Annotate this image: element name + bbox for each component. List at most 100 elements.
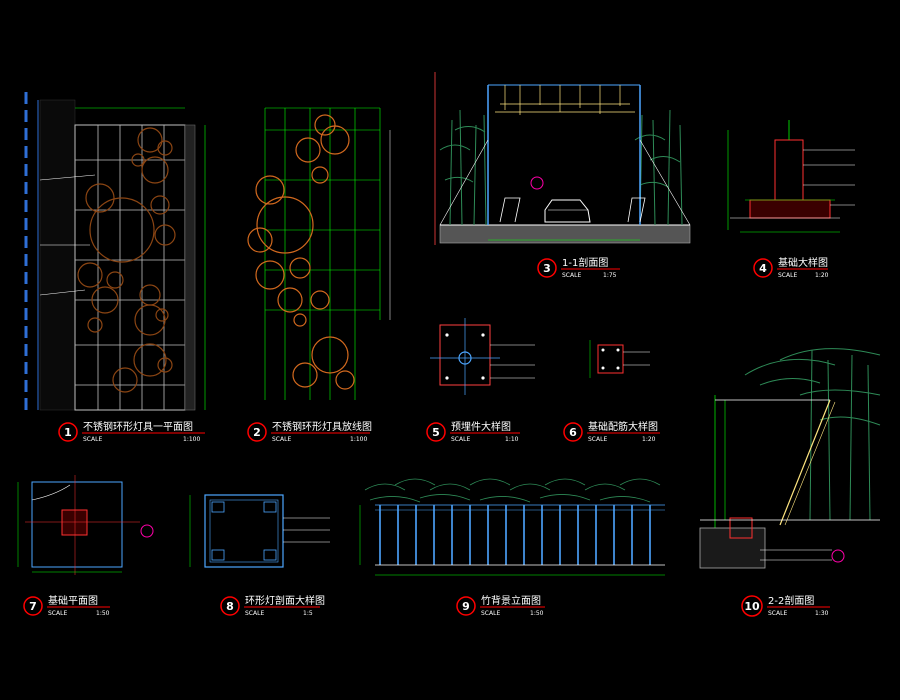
- rebar-dot: [616, 366, 620, 370]
- detail-number: 8: [226, 600, 234, 613]
- detail-scale: 1:30: [815, 610, 829, 617]
- detail-scale-label: SCALE: [272, 436, 291, 443]
- detail-number-circle: [563, 422, 583, 442]
- title-block-5: 5 预埋件大样图 SCALE 1:10: [426, 420, 520, 443]
- detail-title: 不锈钢环形灯具放线图: [272, 420, 372, 433]
- guy-line: [639, 139, 691, 226]
- bamboo-canopy: [744, 348, 881, 521]
- detail-scale-label: SCALE: [83, 436, 102, 443]
- section-callout-symbol: [831, 549, 845, 563]
- corner-profile: [263, 501, 277, 513]
- title-block-4: 4 基础大样图 SCALE 1:20: [753, 256, 829, 279]
- detail-scale-label: SCALE: [562, 272, 581, 279]
- detail-5-plate-drawing: [430, 318, 535, 395]
- detail-scale: 1:50: [96, 610, 110, 617]
- detail-number-circle: [247, 422, 267, 442]
- detail-number-circle: [537, 258, 557, 278]
- detail-scale-label: SCALE: [451, 436, 470, 443]
- detail-scale: 1:20: [815, 272, 829, 279]
- ring-lamps-setout: [247, 114, 355, 390]
- detail-8-lamp-section-drawing: [189, 494, 330, 568]
- break-line: [31, 484, 71, 501]
- detail-number-circle: [220, 596, 240, 616]
- title-block-6: 6 基础配筋大样图 SCALE 1:20: [563, 420, 660, 443]
- detail-number: 7: [29, 600, 37, 613]
- detail-number-circle: [58, 422, 78, 442]
- section-callout-symbol: [530, 176, 544, 190]
- rebar-dot: [601, 366, 605, 370]
- title-block-1: 1 不锈钢环形灯具一平面图 SCALE 1:100: [58, 420, 205, 443]
- detail-number-circle: [741, 595, 763, 617]
- detail-number-circle: [753, 258, 773, 278]
- bamboo-left: [439, 109, 487, 226]
- guy-line: [439, 139, 489, 226]
- base-pad: [61, 509, 88, 536]
- detail-scale-label: SCALE: [481, 610, 500, 617]
- detail-10-section-drawing: [699, 348, 881, 569]
- detail-scale: 1:100: [183, 436, 200, 443]
- footing-left: [499, 197, 521, 223]
- detail-number-circle: [23, 596, 43, 616]
- detail-title: 1-1剖面图: [562, 256, 608, 269]
- detail-title: 2-2剖面图: [768, 594, 814, 607]
- title-block-2: 2 不锈钢环形灯具放线图 SCALE 1:100: [247, 420, 372, 443]
- detail-scale-label: SCALE: [768, 610, 787, 617]
- rebar-section-outline: [597, 344, 624, 374]
- elevation-posts: [379, 505, 651, 565]
- detail-scale: 1:10: [505, 436, 519, 443]
- edge-band: [184, 124, 196, 411]
- detail-number: 3: [543, 262, 551, 275]
- paving-band: [39, 99, 76, 411]
- detail-1-plan-drawing: [24, 92, 206, 411]
- detail-scale-label: SCALE: [245, 610, 264, 617]
- footing-right: [627, 197, 646, 223]
- ring-lamps: [77, 127, 176, 393]
- detail-number: 9: [462, 600, 470, 613]
- title-block-10: 10 2-2剖面图 SCALE 1:30: [741, 594, 830, 617]
- detail-number: 4: [759, 262, 767, 275]
- bamboo-right: [634, 109, 683, 226]
- lamp-box-outline: [204, 494, 284, 568]
- detail-scale: 1:100: [350, 436, 367, 443]
- detail-scale: 1:50: [530, 610, 544, 617]
- detail-scale: 1:20: [642, 436, 656, 443]
- detail-scale: 1:75: [603, 272, 617, 279]
- car-outline: [544, 199, 591, 223]
- leader-line: [39, 174, 96, 181]
- detail-number-circle: [426, 422, 446, 442]
- title-block-3: 3 1-1剖面图 SCALE 1:75: [537, 256, 620, 279]
- corner-profile: [211, 549, 225, 561]
- detail-scale-label: SCALE: [778, 272, 797, 279]
- detail-number: 2: [253, 426, 261, 439]
- footing-block: [729, 517, 753, 539]
- detail-title: 竹背景立面图: [481, 594, 541, 607]
- bolt-hole: [481, 333, 485, 337]
- detail-number: 1: [64, 426, 72, 439]
- bolt-hole: [445, 376, 449, 380]
- rebar-dot: [616, 348, 620, 352]
- detail-4-footing-drawing: [727, 120, 855, 233]
- detail-number: 5: [432, 426, 440, 439]
- detail-6-rebar-drawing: [589, 340, 650, 378]
- title-block-9: 9 竹背景立面图 SCALE 1:50: [456, 594, 545, 617]
- title-block-8: 8 环形灯剖面大样图 SCALE 1:5: [220, 594, 325, 617]
- detail-scale-label: SCALE: [588, 436, 607, 443]
- sloped-sheet: [779, 399, 831, 526]
- corner-profile: [263, 549, 277, 561]
- detail-scale-label: SCALE: [48, 610, 67, 617]
- base-outline: [31, 481, 123, 568]
- detail-title: 基础大样图: [778, 256, 828, 269]
- lamp-box-inner: [209, 499, 279, 563]
- section-callout-symbol: [140, 524, 154, 538]
- detail-2-setout-drawing: [247, 107, 391, 400]
- detail-title: 环形灯剖面大样图: [245, 594, 325, 607]
- detail-title: 基础平面图: [48, 594, 98, 607]
- rebar-dot: [601, 348, 605, 352]
- detail-number-circle: [456, 596, 476, 616]
- leader-line: [39, 289, 86, 296]
- bamboo-elevation-foliage: [364, 478, 661, 503]
- footing-base: [749, 199, 831, 219]
- detail-number: 10: [744, 600, 760, 613]
